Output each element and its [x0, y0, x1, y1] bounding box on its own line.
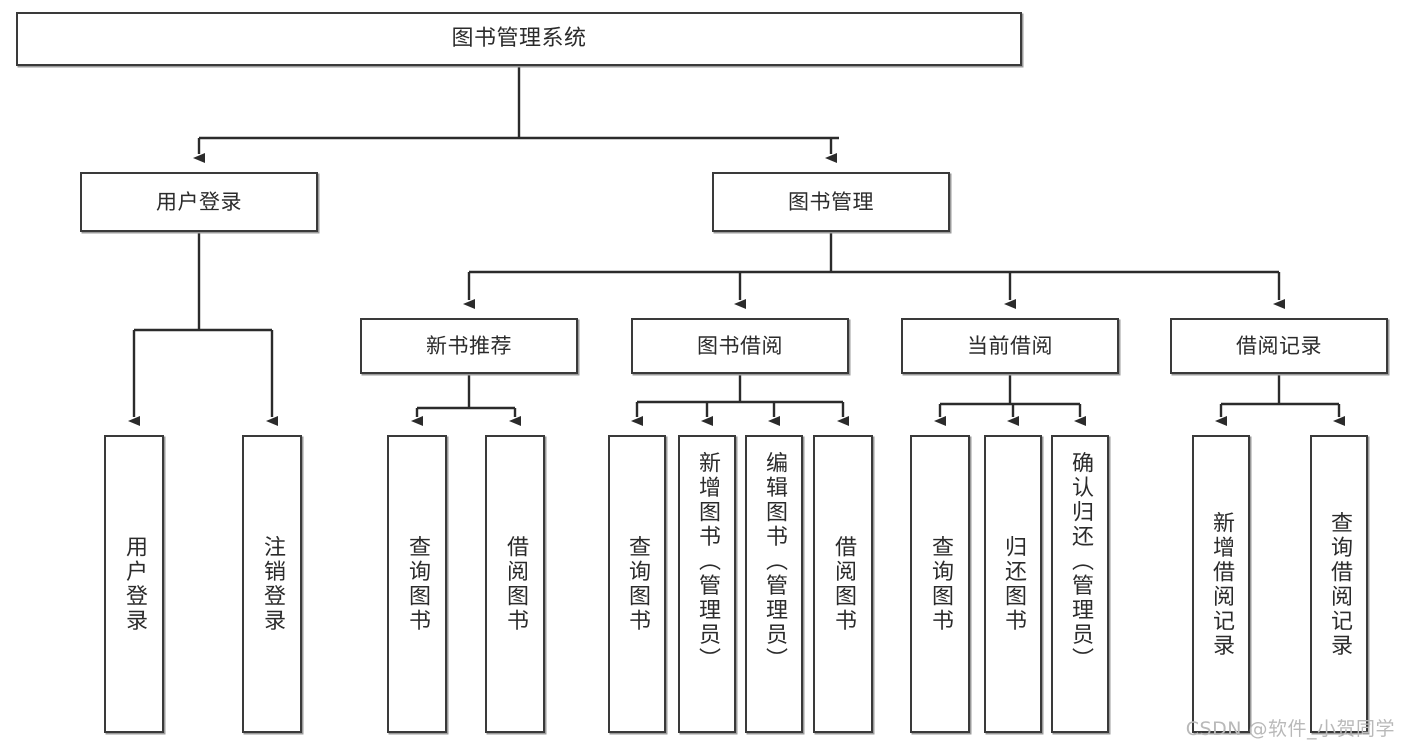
node-leaf-add-borrow-record[interactable]: 新增借阅记录: [1192, 435, 1250, 733]
node-root-system-label: 图书管理系统: [451, 26, 587, 52]
node-leaf-borrow-book-label: 借阅图书: [830, 535, 856, 633]
node-leaf-borrow-book-recommend[interactable]: 借阅图书: [485, 435, 545, 733]
node-leaf-borrow-book-recommend-label: 借阅图书: [502, 535, 528, 633]
node-leaf-edit-book-admin-label: 编辑图书（管理员）: [761, 451, 787, 672]
node-leaf-query-book-recommend[interactable]: 查询图书: [387, 435, 447, 733]
node-current-borrow-label: 当前借阅: [967, 333, 1053, 358]
csdn-watermark: CSDN @软件_小贺同学: [1185, 718, 1395, 740]
node-new-book-recommend-label: 新书推荐: [426, 333, 512, 358]
node-leaf-query-book-borrow[interactable]: 查询图书: [608, 435, 666, 733]
node-leaf-query-borrow-record[interactable]: 查询借阅记录: [1310, 435, 1368, 733]
node-leaf-query-book-current[interactable]: 查询图书: [910, 435, 970, 733]
node-root-system[interactable]: 图书管理系统: [16, 12, 1022, 66]
node-leaf-add-book-admin[interactable]: 新增图书（管理员）: [678, 435, 736, 733]
node-leaf-confirm-return-admin[interactable]: 确认归还（管理员）: [1051, 435, 1109, 733]
node-leaf-logout[interactable]: 注销登录: [242, 435, 302, 733]
node-leaf-confirm-return-admin-label: 确认归还（管理员）: [1067, 451, 1093, 672]
node-leaf-add-book-admin-label: 新增图书（管理员）: [694, 451, 720, 672]
node-book-manage-label: 图书管理: [788, 189, 874, 214]
node-leaf-borrow-book[interactable]: 借阅图书: [813, 435, 873, 733]
node-book-borrow[interactable]: 图书借阅: [631, 318, 849, 374]
node-leaf-return-book[interactable]: 归还图书: [984, 435, 1042, 733]
node-leaf-query-book-current-label: 查询图书: [927, 535, 953, 633]
node-leaf-return-book-label: 归还图书: [1000, 535, 1026, 633]
node-current-borrow[interactable]: 当前借阅: [901, 318, 1119, 374]
node-leaf-add-borrow-record-label: 新增借阅记录: [1208, 510, 1234, 658]
node-book-manage[interactable]: 图书管理: [712, 172, 950, 232]
node-leaf-user-login[interactable]: 用户登录: [104, 435, 164, 733]
node-leaf-query-book-borrow-label: 查询图书: [624, 535, 650, 633]
node-new-book-recommend[interactable]: 新书推荐: [360, 318, 578, 374]
node-borrow-record[interactable]: 借阅记录: [1170, 318, 1388, 374]
node-user-login-label: 用户登录: [156, 189, 242, 214]
node-borrow-record-label: 借阅记录: [1236, 333, 1322, 358]
node-user-login[interactable]: 用户登录: [80, 172, 318, 232]
node-leaf-logout-label: 注销登录: [259, 535, 285, 633]
node-book-borrow-label: 图书借阅: [697, 333, 783, 358]
node-leaf-query-borrow-record-label: 查询借阅记录: [1326, 510, 1352, 658]
node-leaf-edit-book-admin[interactable]: 编辑图书（管理员）: [745, 435, 803, 733]
node-leaf-query-book-recommend-label: 查询图书: [404, 535, 430, 633]
node-leaf-user-login-label: 用户登录: [121, 535, 147, 633]
